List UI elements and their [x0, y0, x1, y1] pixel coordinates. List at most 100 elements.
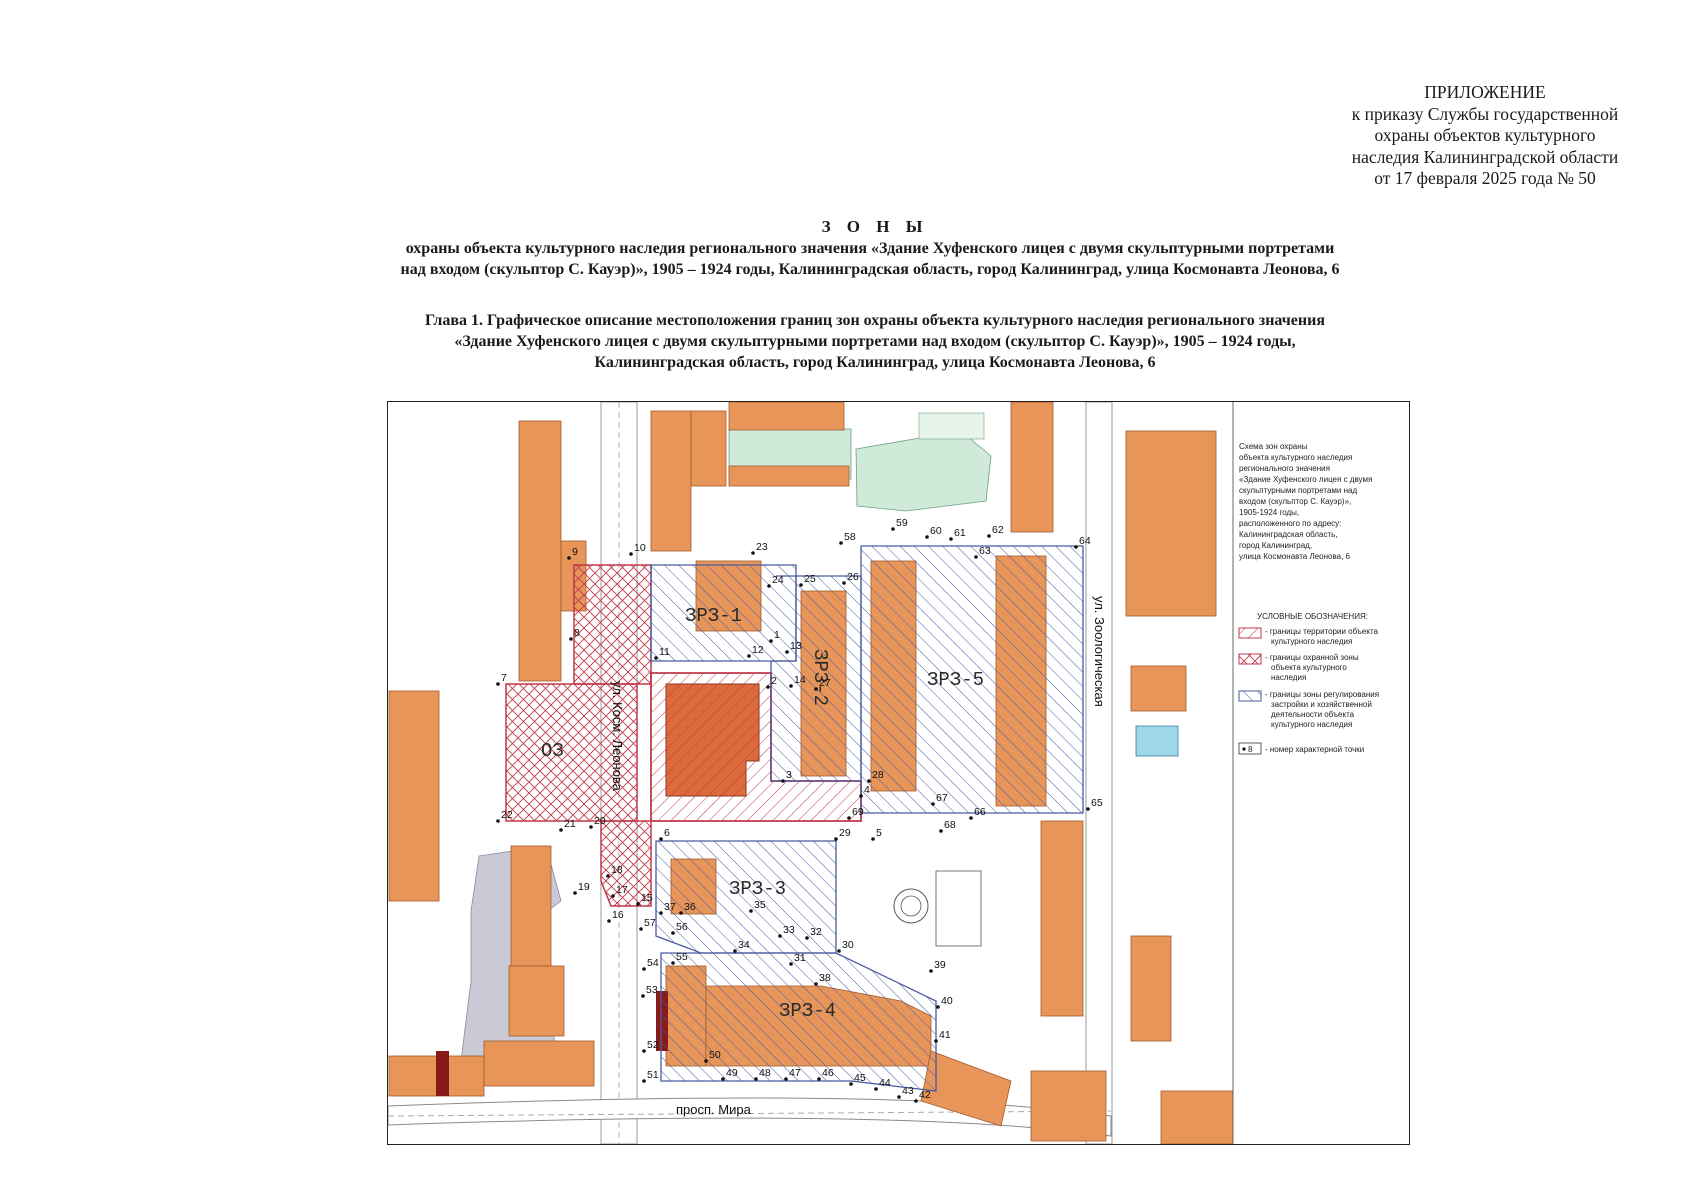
point-marker [939, 829, 943, 833]
characteristic-point: 43 [897, 1085, 914, 1099]
legend-text: - номер характерной точки [1265, 745, 1364, 754]
point-marker [751, 551, 755, 555]
zones-layer [505, 545, 1084, 1092]
point-number: 66 [974, 806, 986, 818]
point-number: 10 [634, 542, 646, 554]
characteristic-point: 57 [639, 917, 656, 931]
point-number: 67 [936, 792, 948, 804]
building [1010, 402, 1054, 533]
point-marker [611, 894, 615, 898]
characteristic-point: 18 [606, 864, 623, 878]
characteristic-point: 29 [834, 827, 851, 841]
point-number: 47 [789, 1067, 801, 1079]
chapter-line: Глава 1. Графическое описание местополож… [425, 312, 1325, 329]
point-marker [642, 967, 646, 971]
point-marker [573, 891, 577, 895]
characteristic-point: 24 [767, 574, 784, 588]
characteristic-point: 61 [949, 527, 966, 541]
point-number: 36 [684, 901, 696, 913]
point-marker [567, 556, 571, 560]
point-marker [496, 682, 500, 686]
map-sidebar: Схема зон охраны объекта культурного нас… [1232, 402, 1409, 1144]
building [508, 965, 565, 1037]
point-number: 63 [979, 545, 991, 557]
point-number: 60 [930, 525, 942, 537]
characteristic-point: 31 [789, 952, 806, 966]
characteristic-point: 23 [751, 541, 768, 555]
zone-oz [600, 820, 652, 907]
point-marker [931, 802, 935, 806]
point-marker [849, 1082, 853, 1086]
point-marker [749, 909, 753, 913]
point-number: 2 [771, 675, 777, 687]
point-marker [914, 1099, 918, 1103]
point-marker [642, 1049, 646, 1053]
point-marker [934, 1039, 938, 1043]
point-marker [874, 1087, 878, 1091]
point-number: 54 [647, 957, 659, 969]
characteristic-point: 6 [659, 827, 670, 841]
point-number: 44 [879, 1077, 891, 1089]
road-mira [388, 1097, 1112, 1137]
point-number: 3 [786, 769, 792, 781]
point-number: 65 [1091, 797, 1103, 809]
point-marker [747, 654, 751, 658]
zone-oz [573, 564, 652, 685]
schema-caption: Схема зон охраны объекта культурного нас… [1239, 442, 1372, 561]
point-marker [785, 650, 789, 654]
legend-text: культурного наследия [1271, 720, 1352, 729]
green-area [855, 430, 992, 512]
point-number: 9 [572, 546, 578, 558]
characteristic-point: 33 [778, 924, 795, 938]
point-number: 59 [896, 517, 908, 529]
street-label-mira: просп. Мира [676, 1102, 752, 1117]
characteristic-point: 40 [936, 995, 953, 1009]
schema-line: расположенного по адресу: [1239, 519, 1341, 528]
characteristic-point: 22 [496, 809, 513, 823]
street-label-zoologicheskaya: ул. Зоологическая [1092, 596, 1107, 707]
characteristic-point: 50 [704, 1049, 721, 1063]
characteristic-point: 47 [784, 1067, 801, 1081]
characteristic-point: 62 [987, 524, 1004, 538]
road-zoologicheskaya [1085, 402, 1113, 1144]
legend-swatch-protection [1238, 653, 1262, 665]
characteristic-point: 66 [969, 806, 986, 820]
point-marker [754, 1077, 758, 1081]
chapter-line: «Здание Хуфенского лицея с двумя скульпт… [454, 333, 1296, 350]
characteristic-point: 55 [671, 951, 688, 965]
point-marker [969, 816, 973, 820]
legend: УСЛОВНЫЕ ОБОЗНАЧЕНИЯ: - границы территор… [1238, 612, 1379, 755]
appendix-line: от 17 февраля 2025 года № 50 [1374, 168, 1596, 188]
building [1125, 430, 1217, 617]
appendix-line: к приказу Службы государственной [1351, 103, 1619, 124]
legend-swatch-territory [1238, 627, 1262, 639]
characteristic-point: 2 [766, 675, 777, 689]
point-number: 39 [934, 959, 946, 971]
characteristic-point: 4 [859, 784, 870, 798]
zone-zrz-4 [660, 952, 937, 1092]
point-marker [589, 825, 593, 829]
point-marker [1074, 545, 1078, 549]
point-number: 32 [810, 926, 822, 938]
point-marker [891, 527, 895, 531]
green-area [918, 412, 985, 440]
point-marker [929, 969, 933, 973]
point-marker [974, 555, 978, 559]
building [518, 420, 562, 682]
point-marker [671, 931, 675, 935]
pool [1135, 725, 1179, 757]
point-marker [733, 949, 737, 953]
point-marker [639, 927, 643, 931]
subtitle-line: охраны объекта культурного наследия реги… [405, 240, 1335, 257]
point-number: 33 [783, 924, 795, 936]
characteristic-point: 26 [842, 571, 859, 585]
characteristic-point: 39 [929, 959, 946, 973]
point-number: 23 [756, 541, 768, 553]
characteristic-point: 30 [837, 939, 854, 953]
point-marker [799, 583, 803, 587]
point-marker [814, 687, 818, 691]
point-marker [925, 535, 929, 539]
characteristic-point: 38 [814, 972, 831, 986]
point-marker [569, 637, 573, 641]
building [728, 465, 850, 487]
